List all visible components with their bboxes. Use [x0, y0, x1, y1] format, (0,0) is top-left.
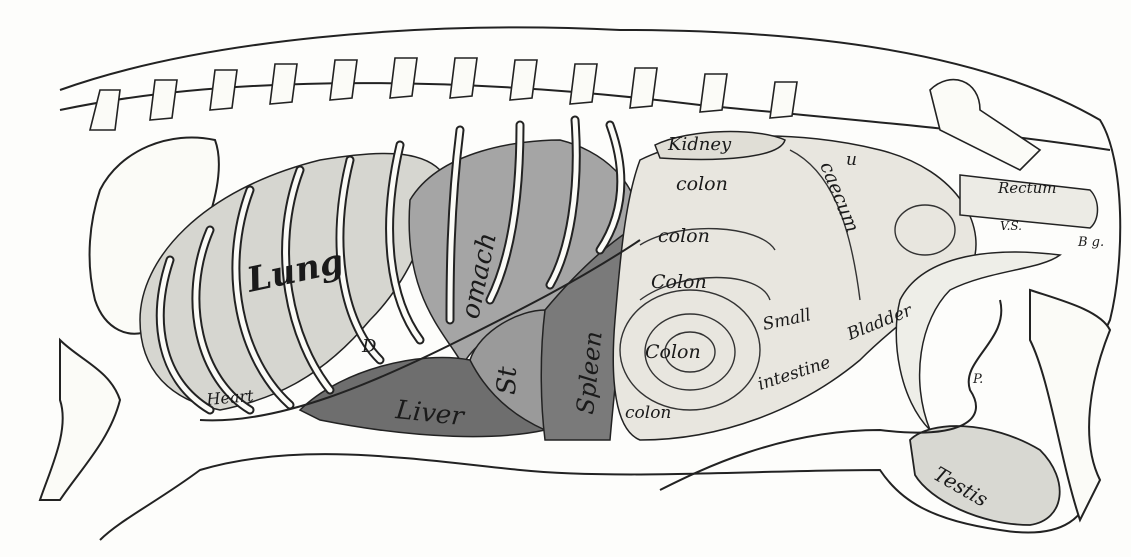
label-stomach-lower: St	[492, 365, 523, 395]
label-u: u	[846, 150, 857, 170]
bladder	[895, 251, 1062, 431]
foreleg	[38, 337, 122, 501]
label-colon-2: colon	[658, 225, 710, 247]
vertebrae	[88, 57, 1042, 171]
penis	[659, 299, 1003, 491]
kidney	[654, 130, 786, 161]
label-d: D	[361, 336, 377, 357]
colon-coils	[619, 149, 956, 411]
label-colon-3: Colon	[651, 271, 707, 293]
label-vs: V.S.	[1000, 219, 1022, 233]
label-heart: Heart	[205, 386, 255, 409]
label-bg: B g.	[1077, 235, 1104, 250]
hindleg	[1029, 288, 1112, 523]
label-p: P.	[972, 372, 983, 387]
ribs-inner	[157, 117, 624, 413]
liver	[298, 356, 548, 438]
label-colon-1: colon	[676, 173, 728, 195]
label-kidney: Kidney	[667, 134, 732, 155]
label-rectum: Rectum	[997, 179, 1056, 197]
label-colon-5: colon	[625, 403, 671, 423]
label-colon-4: Colon	[645, 341, 701, 363]
label-liver: Liver	[393, 395, 466, 432]
sternum	[199, 239, 641, 422]
rectum	[959, 174, 1099, 229]
intestines	[612, 135, 977, 441]
